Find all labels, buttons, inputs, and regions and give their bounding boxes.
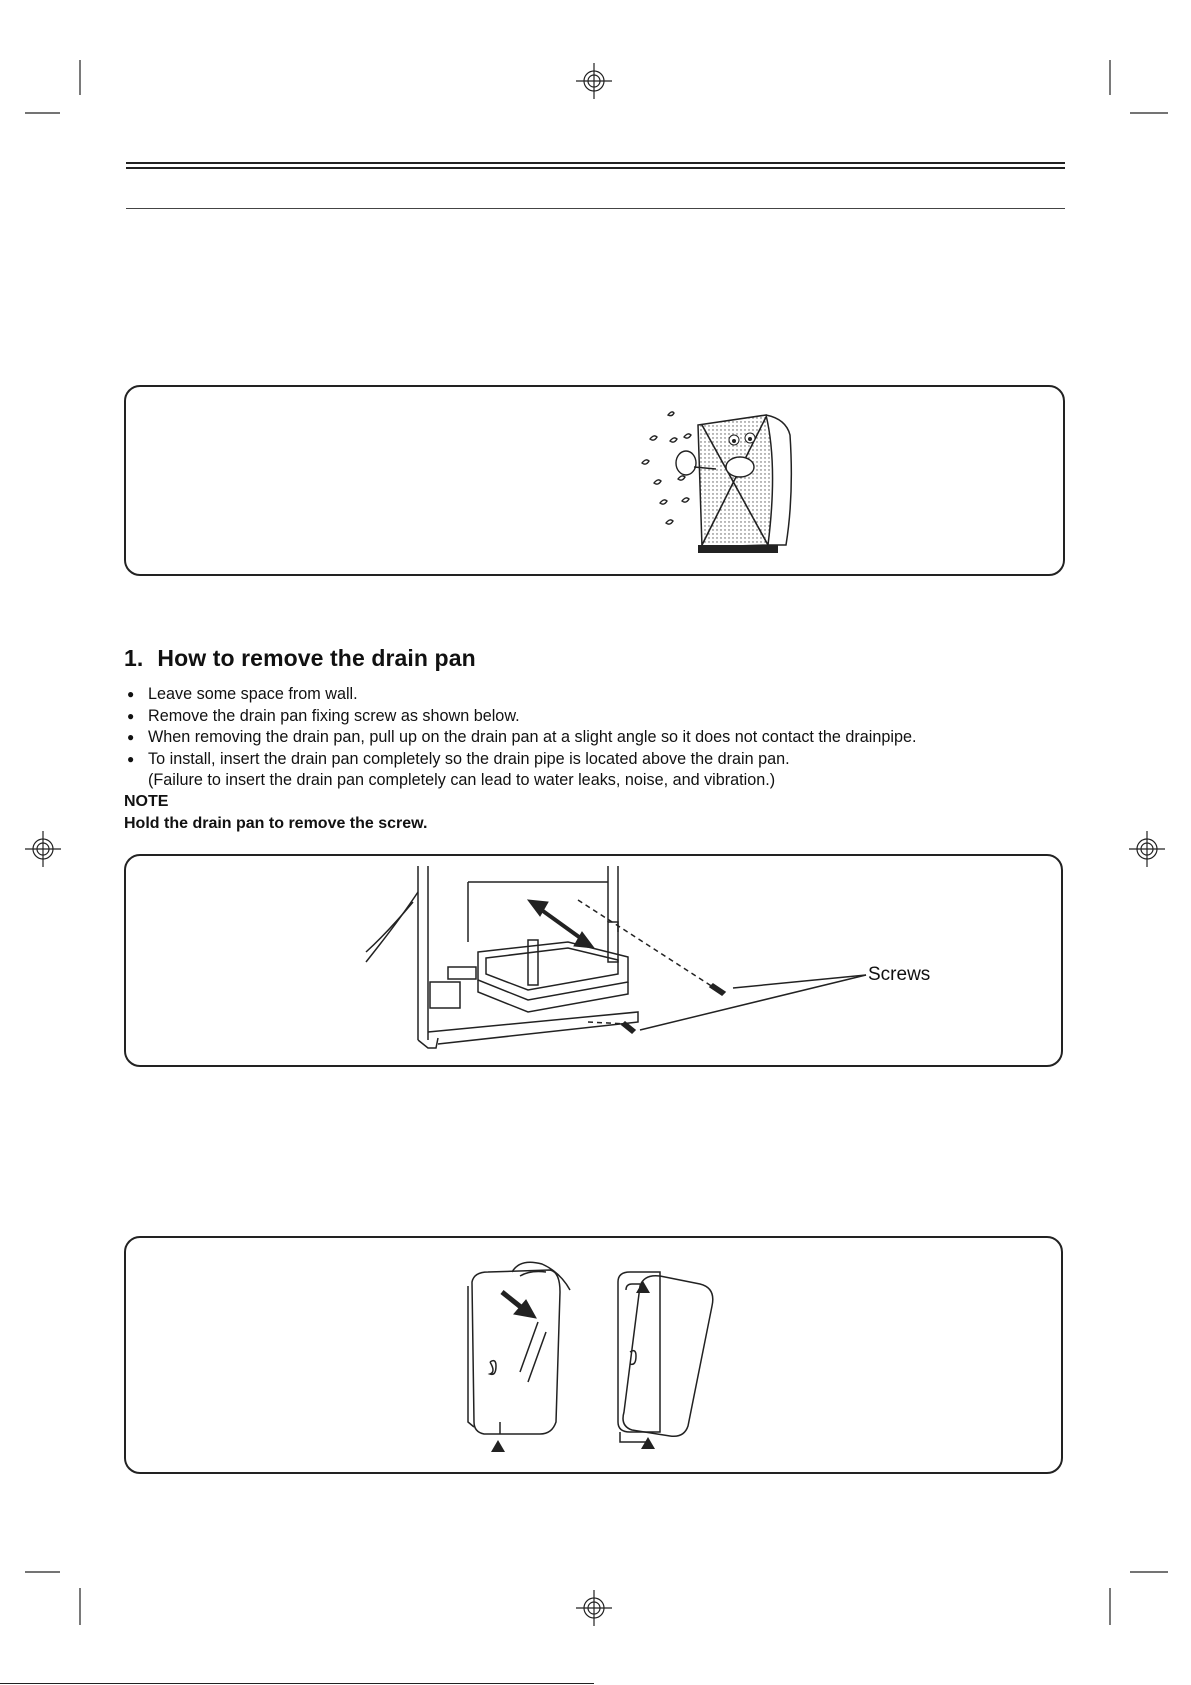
bullet-dot-icon: ● (127, 687, 135, 701)
instruction-list: ●Leave some space from wall. ●Remove the… (124, 684, 917, 792)
list-item-continuation: (Failure to insert the drain pan complet… (148, 771, 776, 789)
triangle-up-icon (641, 1437, 655, 1449)
triangle-up-icon (636, 1281, 650, 1293)
footer-rule (0, 1683, 594, 1684)
crosshair-icon (1129, 831, 1165, 867)
caution-illustration (641, 411, 793, 553)
section-number: 1. (124, 645, 144, 671)
crosshair-icon (576, 63, 612, 99)
triangle-up-icon (491, 1440, 505, 1452)
list-item: ●When removing the drain pan, pull up on… (124, 727, 917, 749)
tank-panel (124, 1236, 1063, 1474)
note-text: Hold the drain pan to remove the screw. (124, 815, 428, 832)
bullet-dot-icon: ● (127, 708, 135, 723)
tank-removal-illustration (467, 1261, 714, 1443)
drain-pan-panel (124, 854, 1063, 1067)
screws-callout-label: Screws (868, 964, 931, 985)
list-item: ●To install, insert the drain pan comple… (124, 749, 917, 771)
section-title: How to remove the drain pan (157, 645, 476, 671)
header-rule-top (126, 162, 1065, 164)
list-item: ●Remove the drain pan fixing screw as sh… (124, 706, 917, 728)
list-item: ●Leave some space from wall. (124, 684, 917, 706)
crosshair-icon (576, 1590, 612, 1626)
section-heading: 1. How to remove the drain pan (124, 645, 476, 672)
note-label: NOTE (124, 793, 169, 810)
bullet-dot-icon: ● (127, 751, 135, 766)
header-rule-bottom (126, 208, 1065, 209)
caution-panel (124, 385, 1065, 576)
header-rule-second (126, 167, 1065, 169)
crosshair-icon (25, 831, 61, 867)
drain-pan-illustration (365, 866, 867, 1049)
bullet-dot-icon: ● (127, 730, 135, 744)
